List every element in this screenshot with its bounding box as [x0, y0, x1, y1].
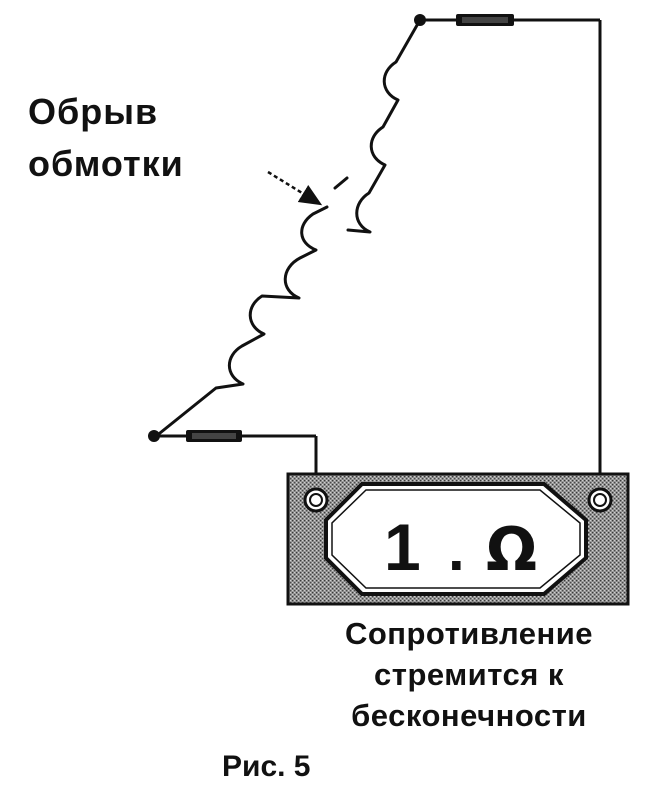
- display-unit: Ω: [486, 515, 537, 585]
- multimeter-display: [324, 482, 588, 596]
- winding-break-label: Обрыв обмотки: [28, 86, 184, 190]
- winding-break-label-line-1: Обрыв: [28, 91, 159, 132]
- resistance-caption: Сопротивление стремится к бесконечности: [296, 613, 642, 736]
- break-arrow-icon: [267, 170, 323, 206]
- lower-coil-winding-icon: [158, 205, 329, 435]
- display-digit: 1: [384, 510, 421, 584]
- multimeter-icon: 1 . Ω: [286, 472, 630, 606]
- display-dot: .: [448, 516, 465, 583]
- figure-caption: Рис. 5: [222, 750, 311, 783]
- resistance-caption-line-1: Сопротивление: [344, 616, 594, 651]
- winding-break-label-line-2: обмотки: [28, 143, 184, 184]
- resistance-caption-line-2: стремится к: [374, 657, 564, 692]
- resistance-caption-line-3: бесконечности: [351, 698, 587, 733]
- upper-coil-winding-icon: [346, 18, 422, 234]
